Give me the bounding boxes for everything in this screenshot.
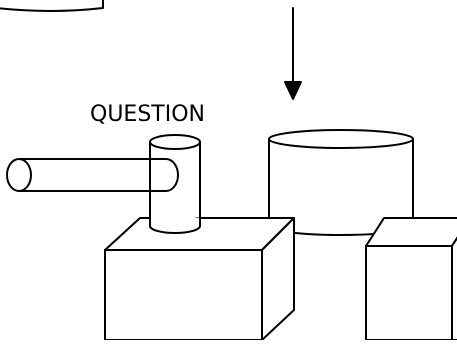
partial-cylinder-top-left bbox=[0, 0, 104, 12]
question-label: QUESTION bbox=[90, 102, 205, 127]
left-box bbox=[104, 217, 295, 341]
down-arrow bbox=[284, 7, 302, 100]
cylinder-base-on-box bbox=[149, 209, 201, 234]
right-box bbox=[365, 217, 457, 341]
pipe-front-edge bbox=[149, 158, 179, 192]
large-cylinder bbox=[268, 129, 414, 236]
